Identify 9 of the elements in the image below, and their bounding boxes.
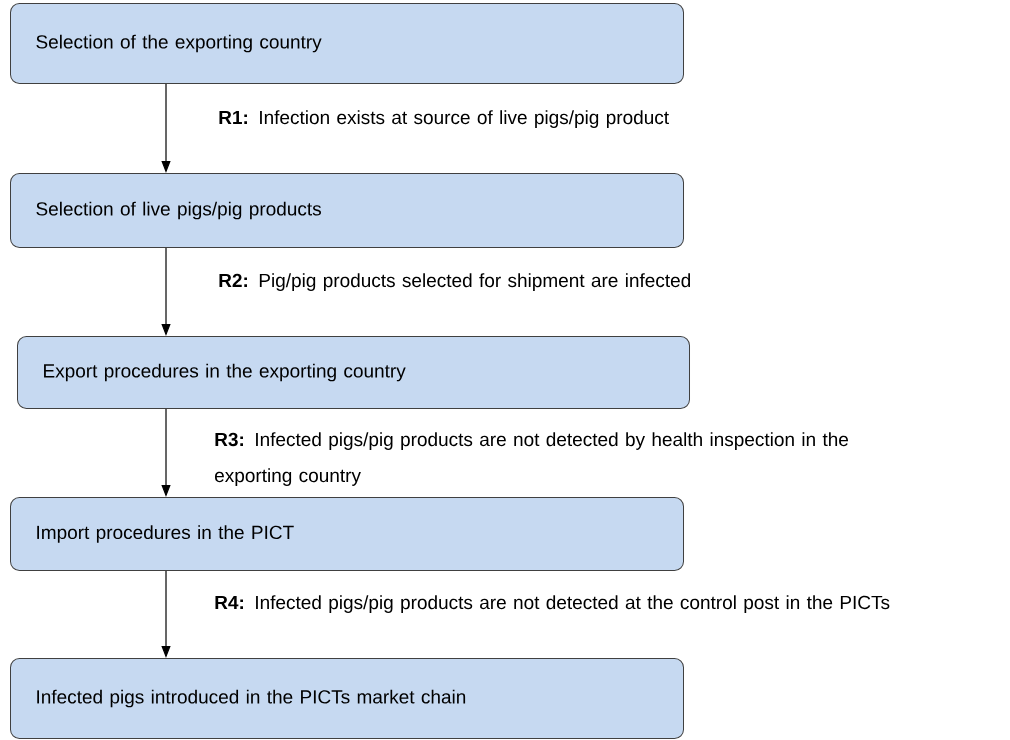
process-box: Selection of live pigs/pig products — [10, 173, 684, 248]
edge-label: R3: Infected pigs/pig products are not detected by health inspection in the exporting country — [215, 432, 848, 486]
process-box: Selection of the exporting country — [10, 3, 684, 84]
edge-label: R4: Infected pigs/pig products are not detected at the control post in the PICTs — [215, 595, 890, 613]
edge-label: R1: Infection exists at source of live pigs/pig product — [219, 110, 669, 128]
edge-label: R2: Pig/pig products selected for shipment are infected — [219, 273, 690, 291]
process-box: Export procedures in the exporting country — [17, 336, 690, 409]
process-box: Import procedures in the PICT — [10, 497, 684, 571]
process-box: Infected pigs introduced in the PICTs market chain — [10, 658, 684, 739]
